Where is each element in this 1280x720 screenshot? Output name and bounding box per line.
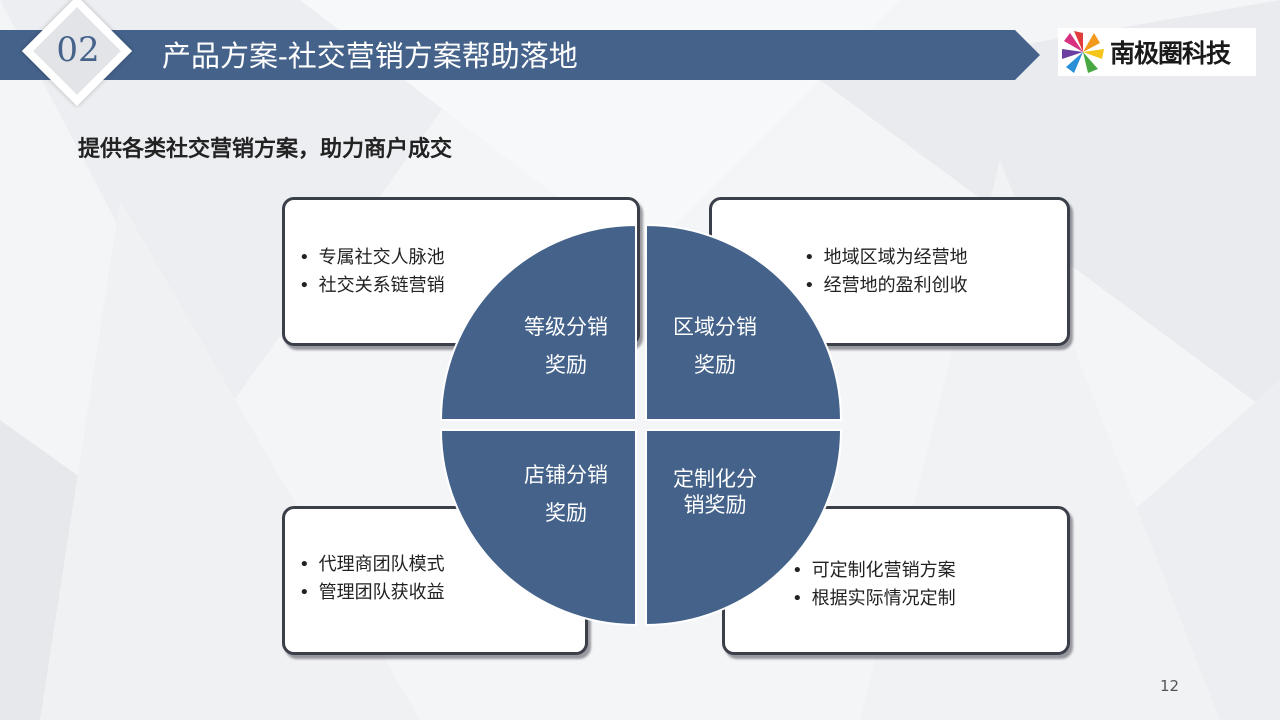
- card-bullet: 经营地的盈利创收: [804, 272, 968, 300]
- quadrant-top-right: [645, 223, 843, 421]
- quadrant-text: 奖励: [545, 353, 587, 377]
- card-bullet: 专属社交人脉池: [299, 244, 445, 272]
- card-bullet: 社交关系链营销: [299, 272, 445, 300]
- card-bullet: 地域区域为经营地: [804, 244, 968, 272]
- quadrant-text: 奖励: [694, 353, 736, 377]
- section-badge: 02: [21, 0, 133, 107]
- card-bullet: 代理商团队模式: [299, 551, 445, 579]
- card-bullet: 可定制化营销方案: [792, 557, 956, 585]
- pinwheel-logo-icon: [1062, 31, 1104, 73]
- card-bullet: 管理团队获收益: [299, 579, 445, 607]
- subtitle: 提供各类社交营销方案，助力商户成交: [78, 136, 453, 162]
- page-number: 12: [1160, 677, 1180, 695]
- quadrant-text: 奖励: [545, 501, 587, 525]
- quadrant-label-top-left: 等级分销 奖励: [506, 308, 626, 384]
- quadrant-bottom-left: [439, 429, 637, 627]
- quadrant-bottom-right: [645, 429, 843, 627]
- quadrant-text: 等级分销: [524, 315, 608, 339]
- quadrant-label-bottom-right: 定制化分 销奖励: [655, 466, 775, 518]
- quadrant-label-bottom-left: 店铺分销 奖励: [506, 456, 626, 532]
- company-logo: 南极圈科技: [1058, 28, 1256, 76]
- quadrant-text: 店铺分销: [524, 463, 608, 487]
- quadrant-top-left: [439, 223, 637, 421]
- quadrant-text: 定制化分: [673, 467, 757, 491]
- quadrant-text: 销奖励: [683, 493, 747, 517]
- quadrant-label-top-right: 区域分销 奖励: [655, 308, 775, 384]
- card-bullet: 根据实际情况定制: [792, 585, 956, 613]
- quadrant-text: 区域分销: [673, 315, 757, 339]
- header-bar: [0, 30, 1040, 80]
- section-number: 02: [56, 30, 100, 70]
- page-title: 产品方案-社交营销方案帮助落地: [162, 39, 578, 73]
- logo-text: 南极圈科技: [1110, 39, 1231, 68]
